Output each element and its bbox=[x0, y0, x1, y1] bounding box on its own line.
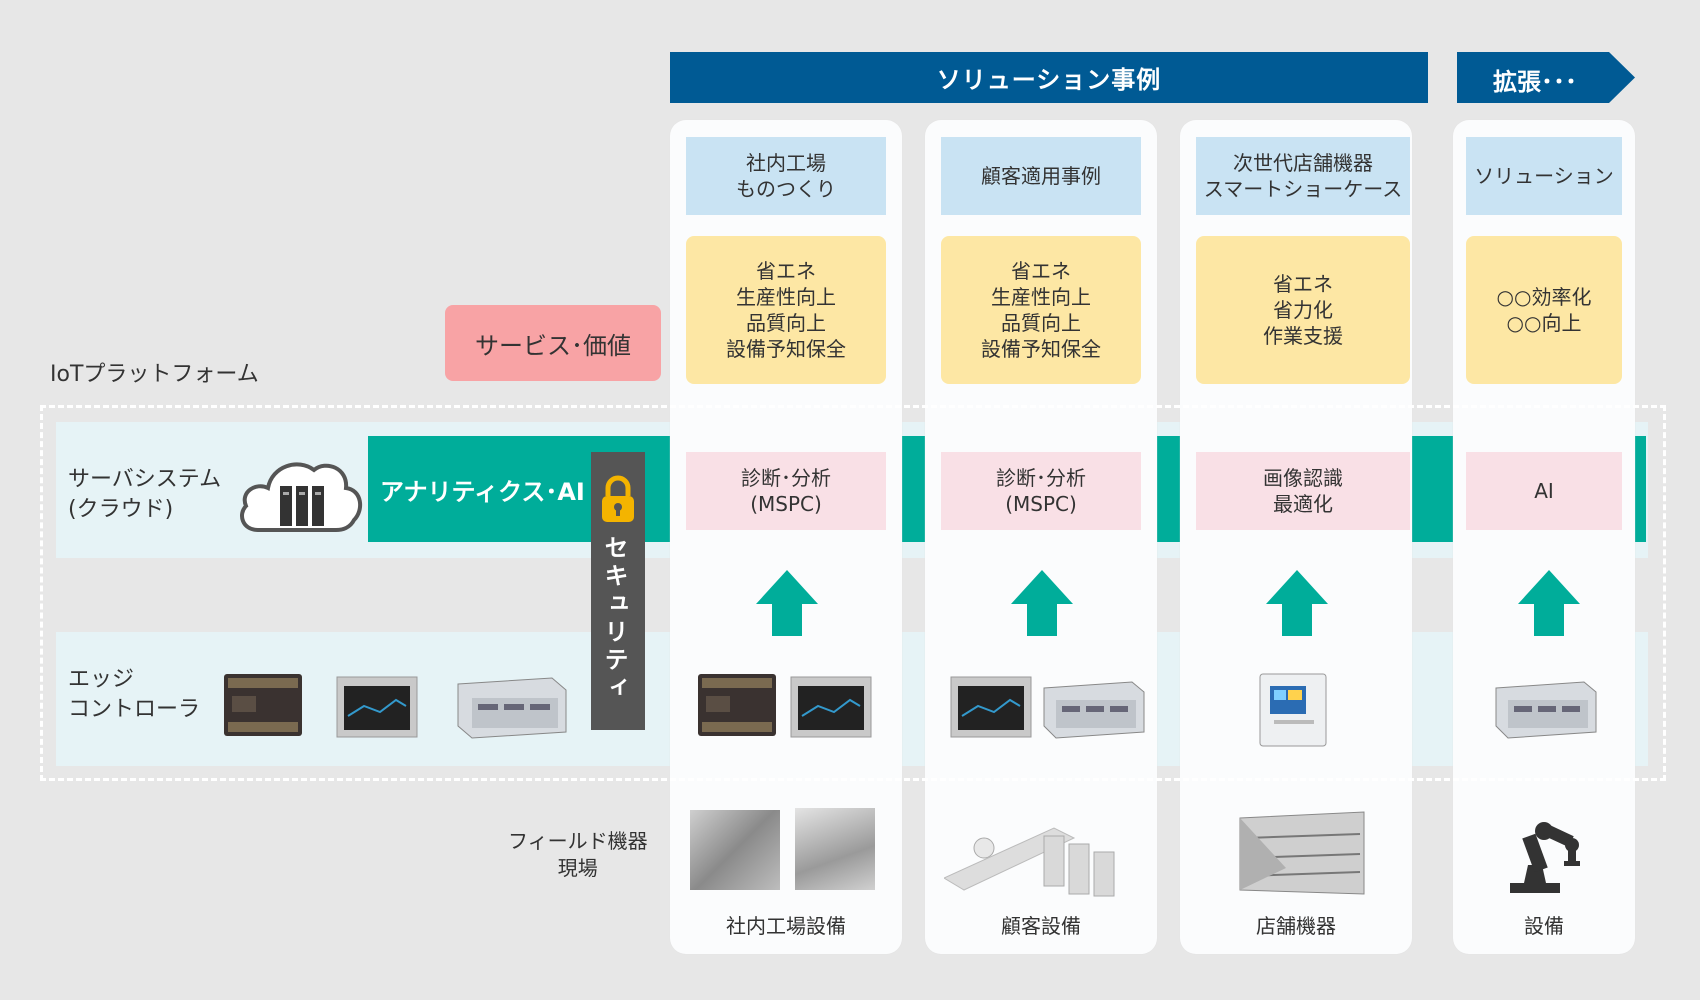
cloud-server-icon bbox=[236, 452, 366, 538]
extension-label: 拡張･･･ bbox=[1493, 68, 1577, 96]
analysis-box-1: 診断･分析 (MSPC) bbox=[686, 452, 886, 530]
analysis-box-4: AI bbox=[1466, 452, 1622, 530]
value-box-2: 省エネ 生産性向上 品質向上 設備予知保全 bbox=[941, 236, 1141, 384]
analytics-label: アナリティクス･AI bbox=[380, 478, 585, 506]
value-box-1: 省エネ 生産性向上 品質向上 設備予知保全 bbox=[686, 236, 886, 384]
lock-icon bbox=[598, 474, 638, 530]
column-title-1: 社内工場 ものつくり bbox=[686, 137, 886, 215]
touch-panel-image bbox=[336, 676, 418, 742]
factory-line-photo-image bbox=[795, 808, 875, 890]
analysis-box-3: 画像認識 最適化 bbox=[1196, 452, 1410, 530]
conveyor-equipment-image bbox=[942, 808, 1124, 902]
field-label: フィールド機器 現場 bbox=[508, 829, 648, 880]
edge-controller-label: エッジ コントローラ bbox=[68, 667, 201, 722]
industrial-pc-image bbox=[1036, 680, 1146, 744]
equipment-caption-1: 社内工場設備 bbox=[726, 914, 846, 938]
touch-panel-image bbox=[790, 676, 872, 742]
service-value-box: サービス･価値 bbox=[445, 305, 661, 381]
server-system-label: サーバシステム (クラウド) bbox=[68, 467, 222, 522]
industrial-pc-image bbox=[448, 676, 568, 744]
controller-device-image bbox=[696, 670, 778, 744]
touch-panel-image bbox=[950, 676, 1032, 742]
equipment-caption-4: 設備 bbox=[1524, 914, 1564, 938]
column-title-3: 次世代店舗機器 スマートショーケース bbox=[1196, 137, 1410, 215]
equipment-caption-2: 顧客設備 bbox=[1001, 914, 1081, 938]
equipment-caption-3: 店舗機器 bbox=[1256, 914, 1336, 938]
showcase-equipment-image bbox=[1236, 808, 1368, 902]
up-arrow-icon bbox=[1266, 570, 1328, 640]
solutions-header: ソリューション事例 bbox=[670, 52, 1428, 103]
up-arrow-icon bbox=[1011, 570, 1073, 640]
extension-header: 拡張･･･ bbox=[1457, 52, 1635, 103]
controller-device-image bbox=[222, 670, 304, 744]
factory-photo-image bbox=[690, 810, 780, 890]
extension-arrow-shape bbox=[1457, 52, 1635, 103]
analysis-box-2: 診断･分析 (MSPC) bbox=[941, 452, 1141, 530]
showcase-controller-image bbox=[1256, 672, 1332, 752]
column-title-4: ソリューション bbox=[1466, 137, 1622, 215]
value-box-4: ○○効率化 ○○向上 bbox=[1466, 236, 1622, 384]
up-arrow-icon bbox=[756, 570, 818, 640]
security-label: セキュリティ bbox=[600, 535, 628, 703]
iot-platform-border bbox=[40, 405, 1666, 781]
industrial-pc-image bbox=[1488, 680, 1598, 744]
column-title-2: 顧客適用事例 bbox=[941, 137, 1141, 215]
value-box-3: 省エネ 省力化 作業支援 bbox=[1196, 236, 1410, 384]
up-arrow-icon bbox=[1518, 570, 1580, 640]
robot-arm-icon bbox=[1504, 805, 1588, 901]
platform-label: IoTプラットフォーム bbox=[50, 362, 259, 387]
